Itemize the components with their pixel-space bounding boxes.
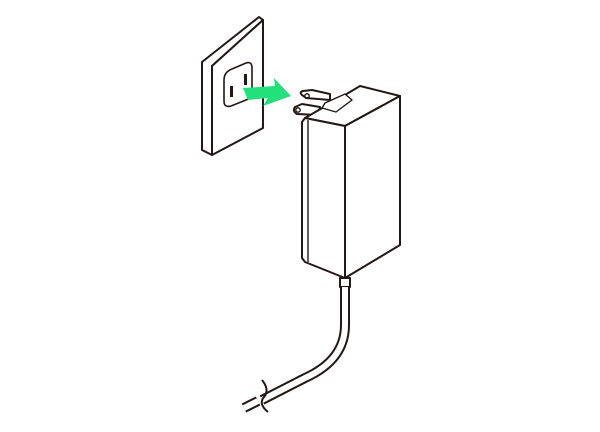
- outlet-slot-left: [230, 86, 233, 97]
- ac-adapter: [292, 85, 401, 279]
- adapter-prong-cover: [321, 93, 353, 113]
- unplug-arrow-icon: [243, 78, 291, 106]
- wall-outlet: [201, 16, 264, 156]
- outlet-slot-right: [244, 74, 247, 85]
- cable-break-mark: [260, 379, 269, 413]
- adapter-cable: [241, 277, 351, 413]
- adapter-side: [344, 95, 401, 279]
